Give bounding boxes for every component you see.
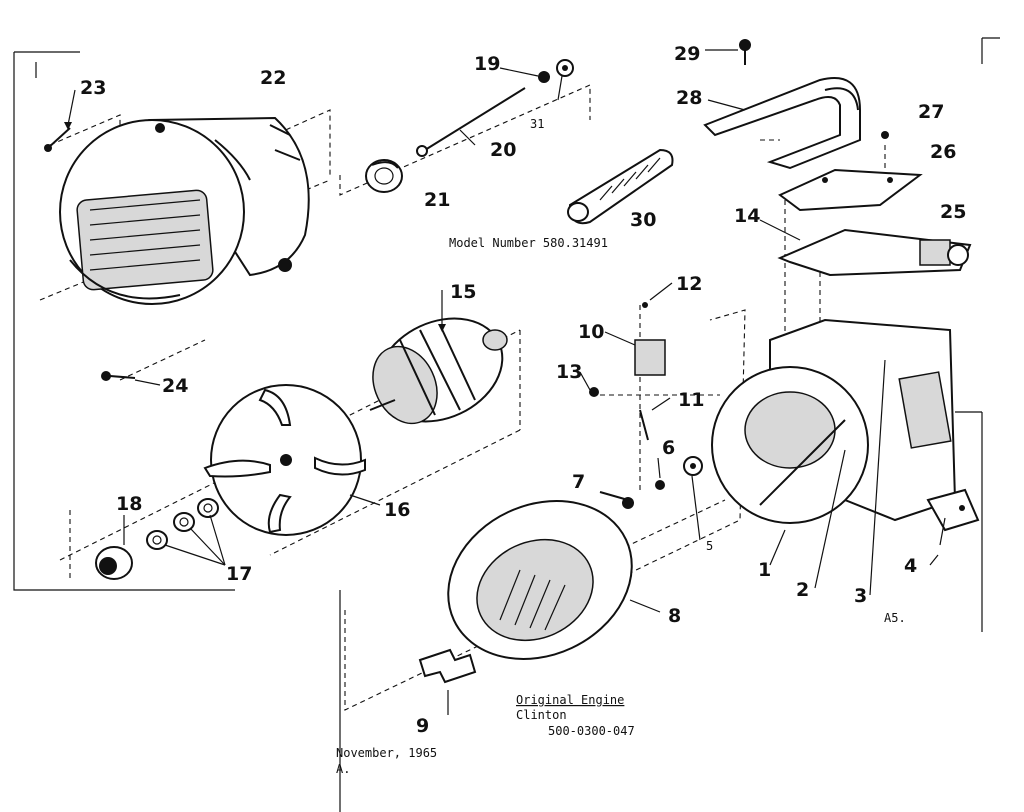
callout-5: 5 — [706, 539, 713, 553]
plate-part-26 — [778, 131, 923, 212]
page-code: A5. — [884, 611, 906, 625]
callout-11: 11 — [678, 389, 704, 411]
callout-18: 18 — [116, 493, 142, 515]
handle-part-30 — [567, 148, 674, 225]
callout-29: 29 — [674, 43, 700, 65]
original-engine-label: Original Engine — [516, 693, 624, 707]
model-number-label: Model Number 580.31491 — [449, 236, 608, 250]
screw-part-23 — [44, 89, 76, 152]
date-mark: A. — [336, 762, 350, 776]
bushing-washers-part-17-18 — [95, 498, 226, 580]
callout-12: 12 — [676, 273, 702, 295]
armature-part-15 — [369, 290, 508, 425]
screw-part-24 — [101, 371, 161, 386]
callout-16: 16 — [384, 499, 410, 521]
callout-27: 27 — [918, 101, 944, 123]
callout-labels: 23 22 19 31 20 21 29 28 27 26 30 14 25 M… — [80, 43, 966, 737]
stator-part-8 — [418, 500, 661, 715]
frame-lines — [13, 37, 1000, 812]
date-label: November, 1965 — [336, 746, 437, 760]
callout-1: 1 — [758, 559, 771, 581]
callout-9: 9 — [416, 715, 429, 737]
fastener-parts-5-7 — [599, 456, 703, 541]
callout-14: 14 — [734, 205, 760, 227]
engine-notes: Original Engine Clinton 500-0300-047 Nov… — [336, 693, 635, 776]
handle-bracket-part-28 — [703, 39, 861, 170]
generator-housing-part-1 — [711, 318, 957, 596]
switch-parts-10-13 — [579, 282, 673, 441]
callout-21: 21 — [424, 189, 450, 211]
callout-31: 31 — [530, 117, 544, 131]
through-bolt-part-20 — [416, 87, 526, 157]
nut-washer-parts-19-31 — [499, 59, 574, 101]
fan-part-16 — [203, 384, 381, 536]
callout-7: 7 — [572, 471, 585, 493]
callout-17: 17 — [226, 563, 252, 585]
callout-15: 15 — [450, 281, 476, 303]
callout-23: 23 — [80, 77, 106, 99]
callout-22: 22 — [260, 67, 286, 89]
callout-13: 13 — [556, 361, 582, 383]
engine-make-label: Clinton — [516, 708, 567, 722]
callout-2: 2 — [796, 579, 809, 601]
callout-20: 20 — [490, 139, 516, 161]
bearing-part-21 — [365, 159, 403, 193]
callout-10: 10 — [578, 321, 604, 343]
callout-26: 26 — [930, 141, 956, 163]
callout-24: 24 — [162, 375, 188, 397]
callout-8: 8 — [668, 605, 681, 627]
callout-6: 6 — [662, 437, 675, 459]
callout-3: 3 — [854, 585, 867, 607]
callout-30: 30 — [630, 209, 656, 231]
rail-bracket-part-14-25 — [759, 219, 972, 277]
callout-25: 25 — [940, 201, 966, 223]
callout-4: 4 — [904, 555, 917, 577]
callout-28: 28 — [676, 87, 702, 109]
callout-19: 19 — [474, 53, 500, 75]
engine-housing-part-22 — [59, 116, 310, 305]
outlet-part-4 — [926, 488, 980, 566]
engine-part-number: 500-0300-047 — [548, 724, 635, 738]
